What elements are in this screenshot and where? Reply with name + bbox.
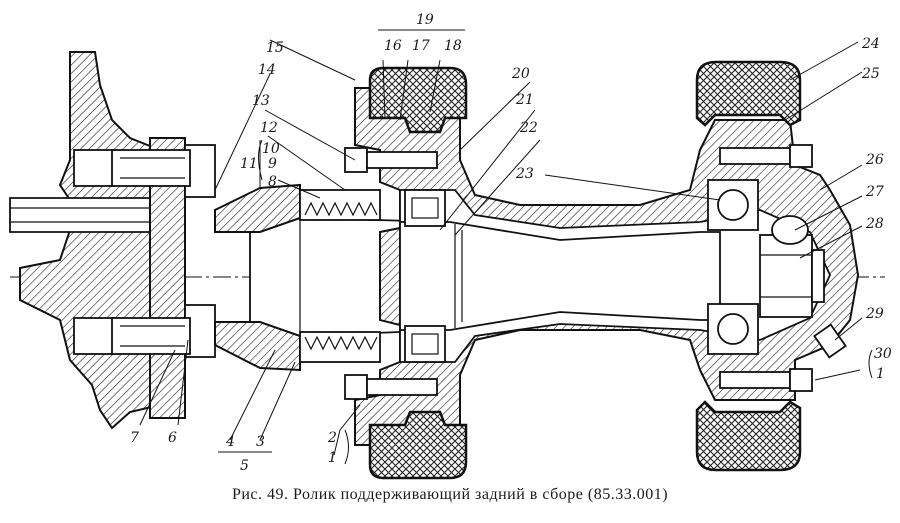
shaft-stub — [9, 197, 151, 233]
callout-18: 18 — [444, 38, 462, 54]
callout-17: 17 — [412, 38, 430, 54]
roller-bolts — [344, 144, 813, 400]
callout-labels: 19 16 17 18 15 14 13 12 10 9 8 11 20 21 … — [130, 12, 892, 474]
callout-29: 29 — [865, 306, 884, 322]
ball-bearing-upper — [707, 179, 759, 231]
grease-fitting — [813, 323, 847, 359]
callout-11: 11 — [240, 156, 258, 172]
callout-13: 13 — [252, 93, 270, 109]
callout-1-left: 1 — [328, 450, 337, 466]
callout-28: 28 — [865, 216, 884, 232]
shaft-nut — [759, 215, 825, 318]
callout-23: 23 — [515, 166, 534, 182]
leader-lines — [139, 29, 863, 456]
callout-1-right: 1 — [876, 366, 885, 382]
callout-10: 10 — [262, 141, 280, 157]
callout-24: 24 — [861, 36, 880, 52]
rubber-tyre-lower-right — [695, 400, 802, 472]
bolt-ring — [111, 137, 216, 419]
needle-bearing-upper — [404, 189, 446, 227]
callout-25: 25 — [861, 66, 880, 82]
rubber-tyre-upper-left — [368, 66, 468, 134]
callout-9: 9 — [268, 156, 277, 172]
callout-5: 5 — [240, 458, 249, 474]
callout-14: 14 — [258, 62, 276, 78]
callout-16: 16 — [384, 38, 402, 54]
callout-22: 22 — [519, 120, 538, 136]
callout-15: 15 — [266, 40, 284, 56]
callout-8: 8 — [268, 174, 277, 190]
callout-20: 20 — [511, 66, 530, 82]
figure-caption: Рис. 49. Ролик поддерживающий задний в с… — [231, 486, 669, 503]
rubber-tyre-lower-left — [368, 410, 468, 480]
rubber-tyre-upper-right — [695, 60, 802, 127]
callout-26: 26 — [865, 152, 884, 168]
callout-19: 19 — [416, 12, 434, 28]
seal-pack-lower — [299, 331, 381, 363]
needle-bearing-lower — [404, 325, 446, 363]
callout-4: 4 — [225, 434, 235, 450]
callout-12: 12 — [260, 120, 278, 136]
callout-6: 6 — [168, 430, 177, 446]
callout-30: 30 — [874, 346, 892, 362]
callout-3: 3 — [256, 434, 265, 450]
callout-7: 7 — [130, 430, 139, 446]
callout-2: 2 — [327, 430, 337, 446]
callout-27: 27 — [865, 184, 884, 200]
callout-21: 21 — [515, 92, 534, 108]
bracket-flange — [19, 51, 161, 430]
ball-bearing-lower — [707, 303, 759, 355]
